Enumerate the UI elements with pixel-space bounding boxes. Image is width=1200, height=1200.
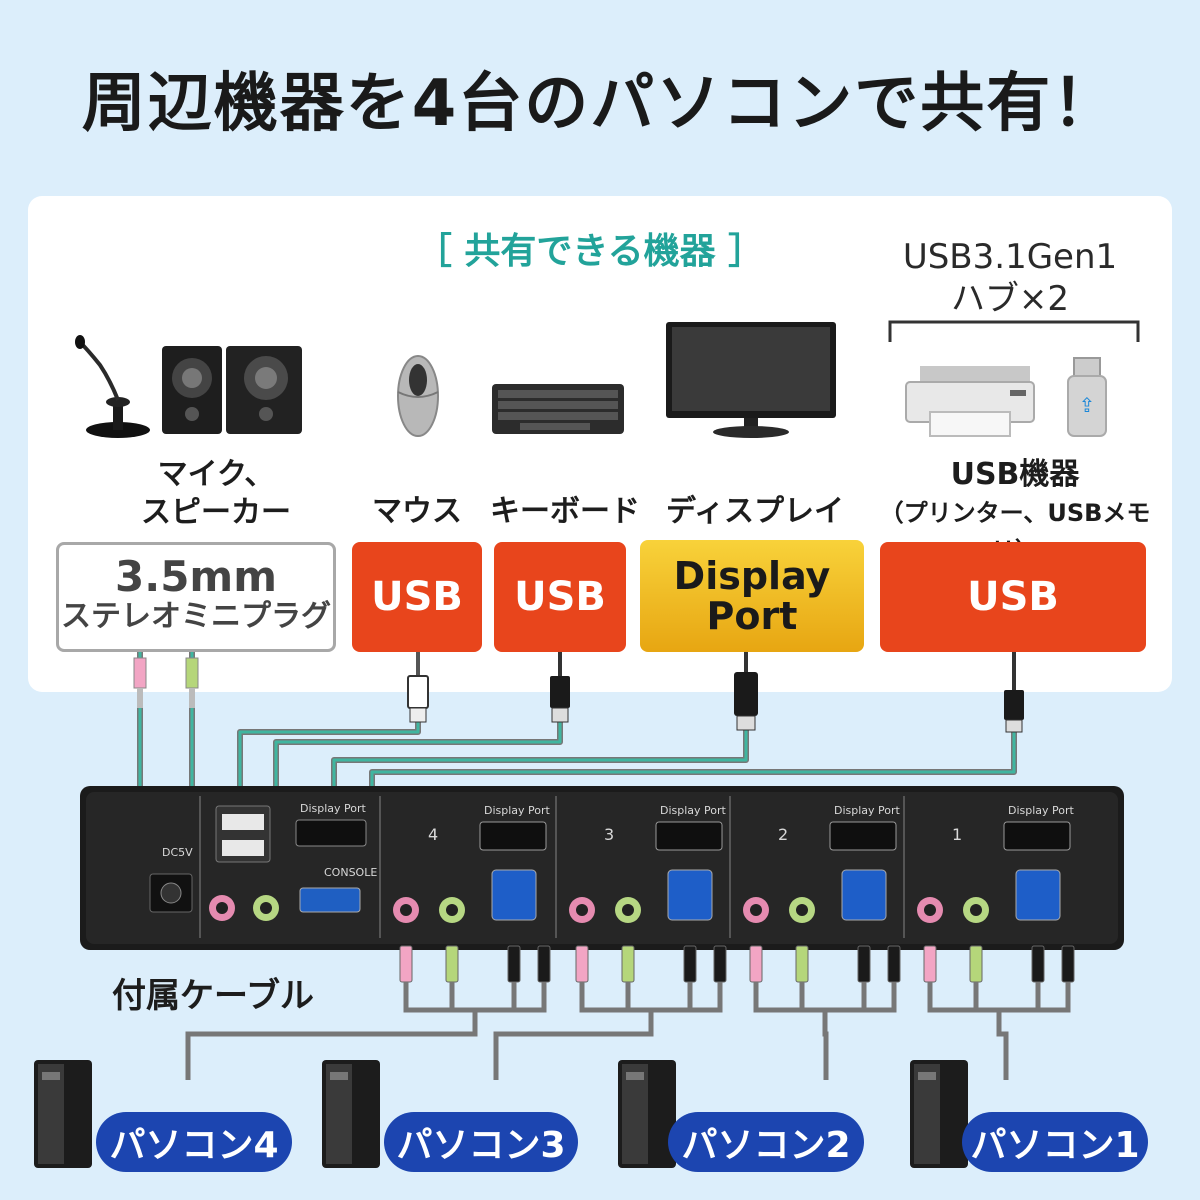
keyboard-usb-badge: USB (494, 542, 626, 652)
dc-label: DC5V (162, 846, 193, 859)
console-dp-label: Display Port (300, 802, 367, 815)
pc-label-3: パソコン3 (384, 1112, 578, 1172)
pc-label-2: パソコン2 (668, 1112, 864, 1172)
audio-label-line1: マイク、 (157, 457, 275, 492)
pc-plug-1-1 (969, 945, 983, 983)
pc-tower-icon (910, 1060, 968, 1168)
port-dp-label-2: Display Port (834, 804, 901, 817)
pc-plug-3-1 (621, 945, 635, 983)
pc-port-group-2: 2 Display Port (743, 804, 901, 983)
stereo-mini-plug-badge: 3.5mm ステレオミニプラグ (56, 542, 336, 652)
port-dp-label-4: Display Port (484, 804, 551, 817)
dp-badge-line2: Port (706, 594, 798, 638)
pc-plug-3-0 (575, 945, 589, 983)
stereo-badge-line2: ステレオミニプラグ (61, 599, 331, 634)
cable-route-3 (493, 1010, 654, 1080)
speaker-icon (162, 346, 302, 434)
usb-device-plug (1004, 652, 1024, 733)
pc-plug-4-1 (445, 945, 459, 983)
pc-plug-2-2 (857, 945, 871, 983)
dp-port-2 (829, 821, 897, 851)
mouse-usb-plug (407, 652, 429, 723)
pc-plug-2-1 (795, 945, 809, 983)
pc-plug-2-3 (887, 945, 901, 983)
pc-plug-1-3 (1061, 945, 1075, 983)
svg-text:⇪: ⇪ (1079, 393, 1096, 417)
keyboard-label: キーボード (490, 494, 640, 529)
audio-label-line2: スピーカー (141, 495, 291, 530)
pc-tower-icon (34, 1060, 92, 1168)
dp-port-4 (479, 821, 547, 851)
pc-plug-3-3 (713, 945, 727, 983)
display-label: ディスプレイ (666, 494, 844, 529)
cable-bundle-2 (753, 982, 897, 1013)
cable-route-1 (996, 1010, 1009, 1080)
mouse-usb-badge: USB (352, 542, 482, 652)
dp-port-3 (655, 821, 723, 851)
mouse-label: マウス (372, 494, 462, 529)
dp-port-1 (1003, 821, 1071, 851)
cable-route-4 (185, 1010, 478, 1080)
pc-port-group-4: 4 Display Port (393, 804, 551, 983)
pc-label-1: パソコン1 (962, 1112, 1148, 1172)
usb-b-port-2 (841, 869, 887, 921)
hub-bracket (888, 320, 1140, 342)
port-number-2: 2 (778, 825, 788, 844)
audio-plug-green (185, 657, 199, 708)
usb-label-line1: USB機器 (950, 457, 1080, 492)
pc-plug-4-3 (537, 945, 551, 983)
pc-tower-icon (618, 1060, 676, 1168)
cable-bundle-3 (579, 982, 723, 1013)
usb-b-port-4 (491, 869, 537, 921)
hub-label: USB3.1Gen1 ハブ×2 (860, 236, 1160, 320)
mouse-icon (397, 355, 439, 437)
kvm-switch-rear-panel: DC5V Display Port CONSOLE (80, 786, 1124, 950)
printer-icon (905, 366, 1035, 437)
usb-b-port-3 (667, 869, 713, 921)
hub-label-line1: USB3.1Gen1 (902, 237, 1118, 277)
displayport-badge: Display Port (640, 540, 864, 652)
displayport-plug (734, 652, 758, 731)
page-title: 周辺機器を4台のパソコンで共有！ (81, 67, 1119, 141)
bundled-cable-label: 付属ケーブル (112, 976, 314, 1016)
port-number-1: 1 (952, 825, 962, 844)
port-number-3: 3 (604, 825, 614, 844)
monitor-icon (666, 322, 836, 438)
microphone-icon (75, 335, 150, 438)
console-label: CONSOLE (324, 866, 377, 879)
port-number-4: 4 (428, 825, 438, 844)
shared-devices-heading: ［ 共有できる機器 ］ (415, 231, 765, 272)
usb-b-port-1 (1015, 869, 1061, 921)
port-dp-label-3: Display Port (660, 804, 727, 817)
audio-plug-pink (133, 657, 147, 708)
cable-bundle-4 (403, 982, 547, 1013)
audio-device-label: マイク、 スピーカー (96, 456, 336, 532)
pc-plug-4-2 (507, 945, 521, 983)
pc-plug-4-0 (399, 945, 413, 983)
usb-stick-icon: ⇪ (1067, 357, 1107, 437)
pc-label-4: パソコン4 (96, 1112, 292, 1172)
cable-bundle-1 (927, 982, 1071, 1013)
pc-plug-1-0 (923, 945, 937, 983)
pc-plug-2-0 (749, 945, 763, 983)
keyboard-usb-plug (550, 652, 570, 723)
stereo-badge-line1: 3.5mm (115, 552, 277, 601)
keyboard-icon (492, 384, 624, 434)
pc-plug-1-2 (1031, 945, 1045, 983)
usb-device-badge: USB (880, 542, 1146, 652)
port-dp-label-1: Display Port (1008, 804, 1075, 817)
hub-label-line2: ハブ×2 (950, 279, 1070, 319)
cable-route-2 (822, 1010, 829, 1080)
dp-badge-line1: Display (673, 554, 831, 598)
pc-plug-3-2 (683, 945, 697, 983)
pc-tower-icon (322, 1060, 380, 1168)
